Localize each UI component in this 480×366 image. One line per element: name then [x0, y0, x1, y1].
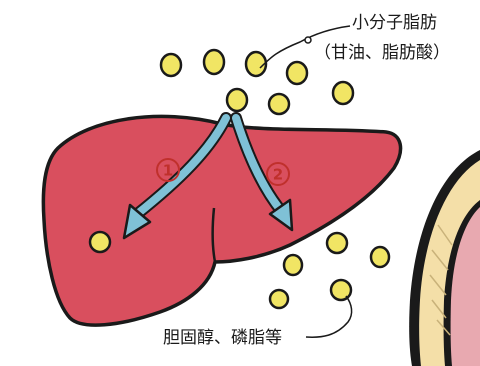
- leader-dot-small-fat: [305, 37, 311, 43]
- svg-text:1: 1: [163, 162, 173, 180]
- molecule: [269, 94, 289, 114]
- label-small-fat: 小分子脂肪: [352, 13, 437, 33]
- molecule: [246, 52, 266, 76]
- molecule: [371, 247, 389, 267]
- molecule: [90, 232, 110, 252]
- molecule: [161, 54, 181, 76]
- molecule: [331, 280, 351, 300]
- svg-text:2: 2: [273, 166, 283, 184]
- molecule: [204, 50, 224, 74]
- molecule: [287, 62, 307, 84]
- molecule: [327, 233, 347, 253]
- label-large-lipids: 胆固醇、磷脂等: [163, 328, 282, 348]
- molecule: [227, 89, 247, 111]
- molecule: [270, 290, 288, 308]
- molecule: [333, 82, 353, 104]
- molecule: [284, 255, 302, 275]
- label-small-fat-detail: （甘油、脂肪酸）: [314, 43, 450, 63]
